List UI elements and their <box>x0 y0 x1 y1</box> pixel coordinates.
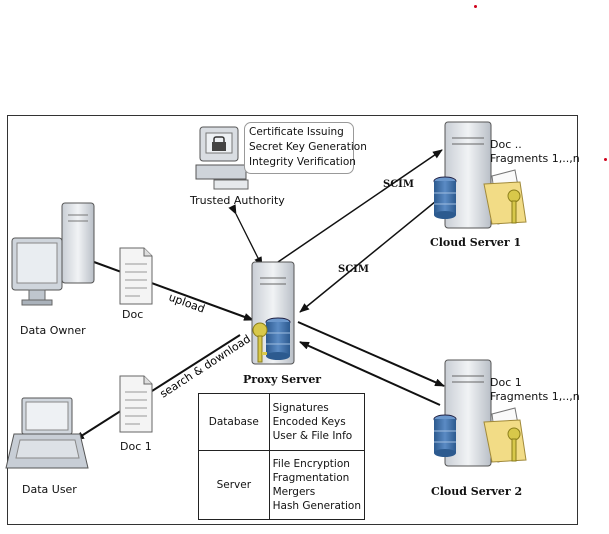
upload-label: upload <box>167 291 207 316</box>
arrow-cloud2-proxy <box>299 341 441 406</box>
table-value: Fragmentation <box>272 472 350 484</box>
arrow-proxy-cloud1-scim <box>277 149 443 263</box>
cloud-server-1-label: Cloud Server 1 <box>430 236 522 249</box>
proxy-server-icon <box>251 261 295 365</box>
cloud1-doc-label: Doc .. <box>490 138 522 151</box>
arrow-ta-proxy <box>228 204 263 267</box>
data-owner-label: Data Owner <box>20 324 86 337</box>
search-download-label: search & download <box>158 332 253 400</box>
data-user-label: Data User <box>22 483 77 496</box>
scim-label-1: SCIM <box>383 179 414 190</box>
owner-document-icon <box>119 247 153 305</box>
scim-label-2: SCIM <box>338 264 369 275</box>
table-row: Database Signatures Encoded Keys User & … <box>198 393 366 451</box>
table-value: Hash Generation <box>272 500 361 512</box>
table-value-cell: Signatures Encoded Keys User & File Info <box>268 393 366 451</box>
user-document-icon <box>119 375 153 433</box>
cloud2-fragments-label: Fragments 1,..,n <box>490 390 580 403</box>
ta-function: Secret Key Generation <box>249 141 367 153</box>
cloud2-doc-label: Doc 1 <box>490 376 522 389</box>
ta-function: Certificate Issuing <box>249 126 344 138</box>
ta-function: Integrity Verification <box>249 156 356 168</box>
cloud-server-1-icon <box>433 121 527 229</box>
arrow-proxy-cloud2 <box>297 321 445 387</box>
table-value-cell: File Encryption Fragmentation Mergers Ha… <box>268 450 366 520</box>
user-doc-label: Doc 1 <box>120 440 152 453</box>
cloud-server-2-icon <box>433 359 527 467</box>
proxy-server-label: Proxy Server <box>243 373 322 386</box>
table-value: File Encryption <box>272 458 350 470</box>
trusted-authority-functions: Certificate Issuing Secret Key Generatio… <box>244 122 367 174</box>
trusted-authority-icon <box>195 126 249 190</box>
proxy-server-table: Database Signatures Encoded Keys User & … <box>198 393 366 520</box>
data-user-laptop-icon <box>5 397 89 469</box>
owner-doc-label: Doc <box>122 308 144 321</box>
arrow-cloud1-proxy-scim <box>299 187 453 313</box>
cloud1-fragments-label: Fragments 1,..,n <box>490 152 580 165</box>
table-key-cell: Server <box>198 450 270 520</box>
marker-dot <box>474 5 477 8</box>
table-value: User & File Info <box>272 430 353 442</box>
table-key-cell: Database <box>198 393 270 451</box>
cloud-server-2-label: Cloud Server 2 <box>431 485 523 498</box>
table-value: Mergers <box>272 486 316 498</box>
table-value: Encoded Keys <box>272 416 346 428</box>
trusted-authority-label: Trusted Authority <box>190 194 285 207</box>
marker-dot <box>604 158 607 161</box>
table-row: Server File Encryption Fragmentation Mer… <box>198 450 366 520</box>
data-owner-computer-icon <box>11 202 95 306</box>
arrow-proxy-user-download <box>74 334 241 441</box>
table-value: Signatures <box>272 402 329 414</box>
